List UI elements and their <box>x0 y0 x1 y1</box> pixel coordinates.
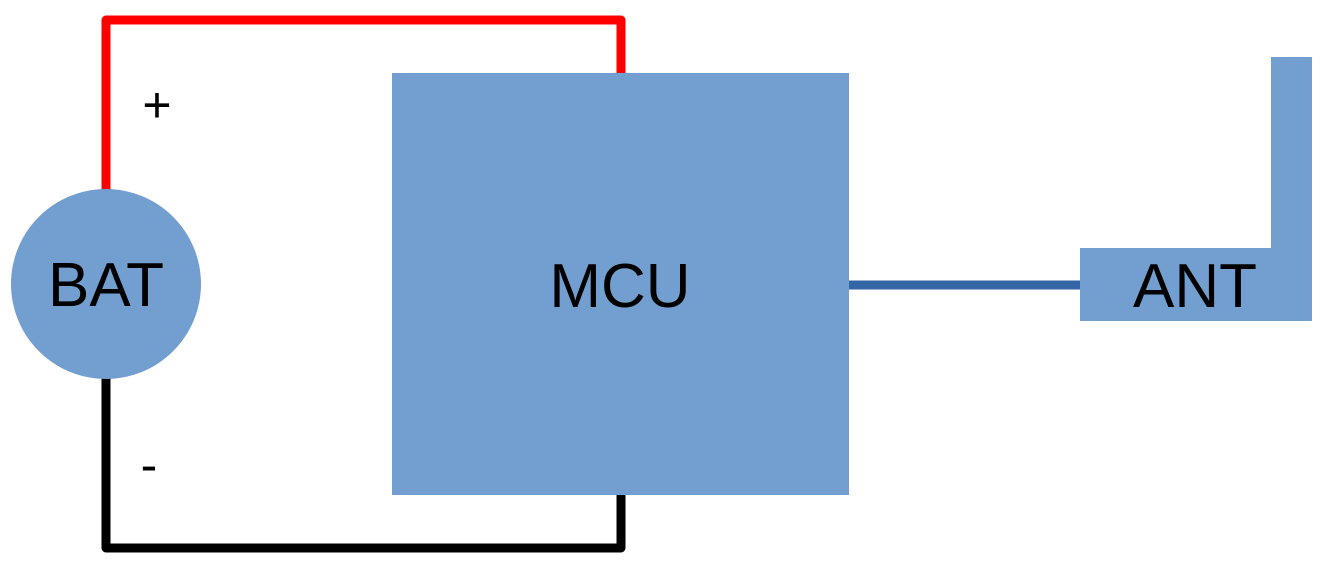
antenna-label: ANT <box>1133 252 1257 321</box>
negative-wire <box>101 373 626 553</box>
positive-terminal-label: + <box>142 77 171 133</box>
mcu-label: MCU <box>549 252 690 321</box>
mcu-node: MCU <box>392 73 849 495</box>
antenna-node: ANT <box>1080 57 1312 321</box>
negative-terminal-label: - <box>141 437 158 493</box>
battery-label: BAT <box>48 251 164 320</box>
positive-wire <box>101 15 626 195</box>
mcu-block <box>392 73 849 495</box>
battery-node: BAT <box>11 189 201 379</box>
battery-circle <box>11 189 201 379</box>
antenna-mast <box>1271 57 1312 321</box>
